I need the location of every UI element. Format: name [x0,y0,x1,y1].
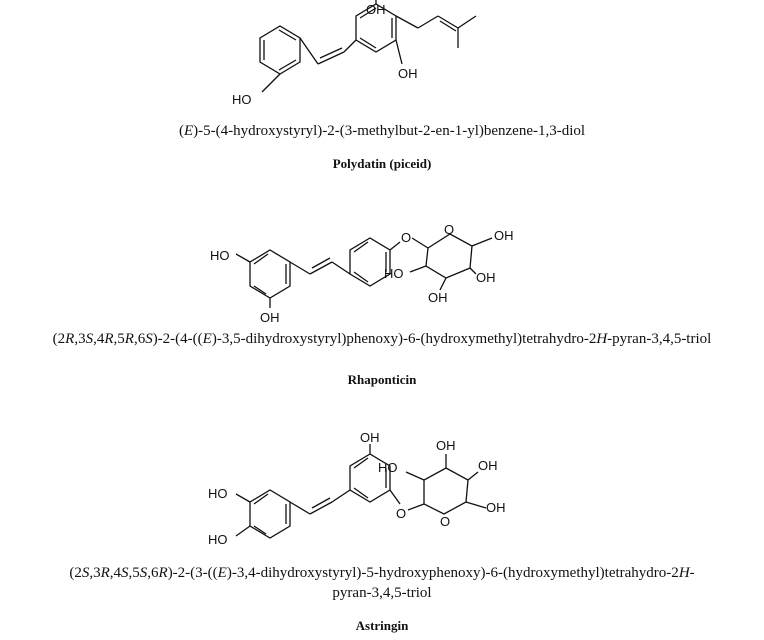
ho-label: HO [232,92,252,107]
oh-label: OH [436,438,456,453]
ho-label: HO [208,486,228,501]
vinyl-bond [289,501,311,515]
ho-label: HO [384,266,404,281]
oh-label: OH [260,310,280,325]
compound-name: Polydatin (piceid) [332,156,432,171]
iupac-name: (E)-5-(4-hydroxystyryl)-2-(3-methylbut-2… [178,123,586,139]
o-label: O [444,222,454,237]
glucose-ring [423,467,469,515]
glucose-ring [425,233,473,279]
ho-label: HO [210,248,230,263]
compound-polydatin: HO OH OH OH (E)-5-(4-hydroxystyryl)-2-(3… [0,0,764,190]
iupac-name: (2S,3R,4S,5S,6R)-2-(3-((E)-3,4-dihydroxy… [69,565,695,581]
compound-name: Rhaponticin [347,372,417,387]
ho-label: HO [378,460,398,475]
oh-label: OH [360,430,380,445]
astringin-structure: HO HO OH O O OH HO OH OH [208,430,506,547]
compound-rhaponticin: HO OH O O OH HO OH OH (2R,3S,4R,5R,6S)-2… [0,190,764,400]
oh-label: OH [494,228,514,243]
o-label: O [401,230,411,245]
vinyl-bond [299,37,319,65]
compound-name: Astringin [355,618,409,633]
rhaponticin-structure: HO OH O O OH HO OH OH [210,222,514,325]
ho-label: HO [208,532,228,547]
oh-label: OH [486,500,506,515]
polydatin-structure: HO OH OH [232,0,477,107]
o-label: O [396,506,406,521]
oh-label: OH [476,270,496,285]
resorcinol-ring [249,249,291,299]
resorcinol-ring [355,3,397,53]
oh-label-top: OH [366,2,386,17]
oh-label: OH [398,66,418,81]
oh-label: OH [478,458,498,473]
o-label: O [440,514,450,529]
catechol-ring [249,489,291,539]
iupac-name-line2: pyran-3,4,5-triol [332,585,432,601]
iupac-name: (2R,3S,4R,5R,6S)-2-(4-((E)-3,5-dihydroxy… [52,331,712,347]
vinyl-bond [289,261,311,275]
phenol-ring [259,25,301,75]
phenyl-ring [349,453,391,503]
compound-astringin: HO HO OH O O OH HO OH OH (2S,3R,4S,5S,6R… [0,430,764,640]
oh-label: OH [428,290,448,305]
